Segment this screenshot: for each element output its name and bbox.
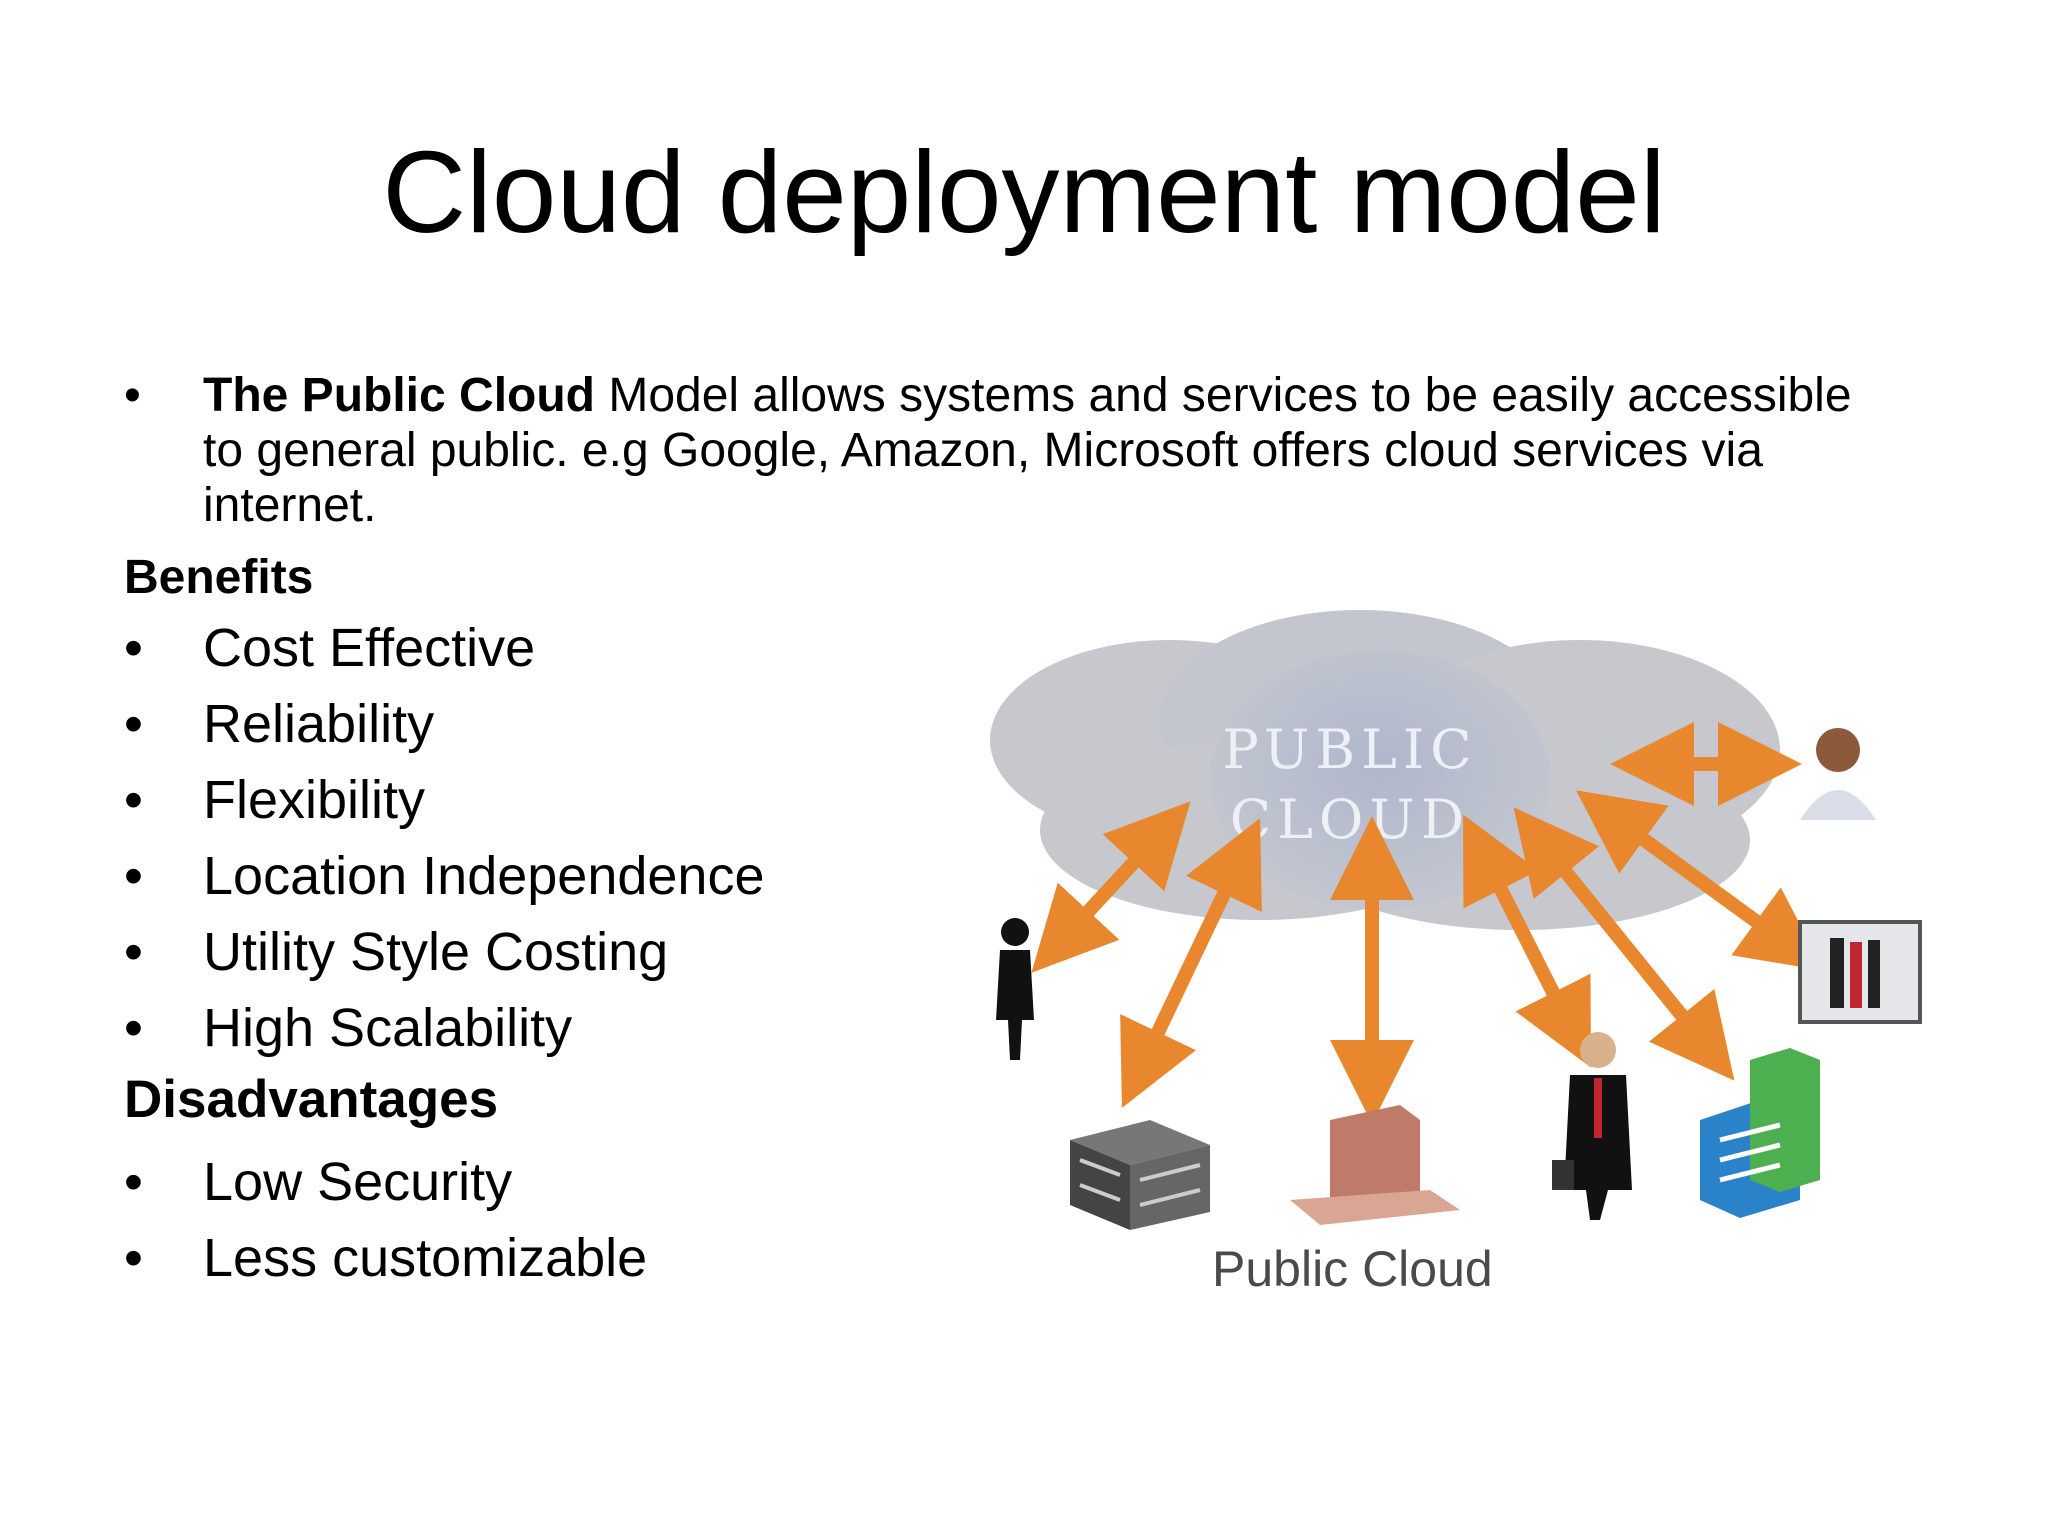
list-item: •Less customizable [124,1228,648,1288]
list-item: •Low Security [124,1152,513,1212]
arrow [1120,818,1262,1108]
list-item: •Flexibility [124,770,426,830]
brick-building-icon [1290,1105,1460,1225]
list-item: •High Scalability [124,998,573,1058]
businessman-icon [1552,1032,1632,1220]
arrow [1576,790,1824,971]
list-item: •Reliability [124,694,435,754]
list-item: •Utility Style Costing [124,922,669,982]
bullet: • [124,369,141,422]
cloud-label-line2: CLOUD [1230,788,1470,851]
benefits-heading: Benefits [124,551,314,604]
diagram-caption: Public Cloud [1212,1241,1493,1297]
person-icon [1800,728,1876,820]
building-grid-icon [1070,1120,1210,1230]
intro-paragraph: • The Public Cloud Model allows systems … [124,368,1904,533]
cloud-label-line1: PUBLIC [1222,718,1477,781]
disadvantages-heading: Disadvantages [124,1070,499,1129]
office-people-icon [1798,920,1922,1024]
woman-silhouette-icon [996,918,1034,1060]
slide-title: Cloud deployment model [382,127,1666,257]
blue-building-icon [1700,1048,1820,1218]
list-item: •Cost Effective [124,618,536,678]
connection-arrows [1031,722,1824,1124]
public-cloud-diagram: PUBLIC CLOUD [990,610,1922,1230]
benefits-list: •Cost Effective •Reliability •Flexibilit… [124,610,765,1066]
intro-bold: The Public Cloud [203,369,595,422]
intro-text: Model allows systems and services to be … [203,369,1852,532]
list-item: •Location Independence [124,846,765,906]
disadvantages-list: •Low Security •Less customizable [124,1144,647,1296]
